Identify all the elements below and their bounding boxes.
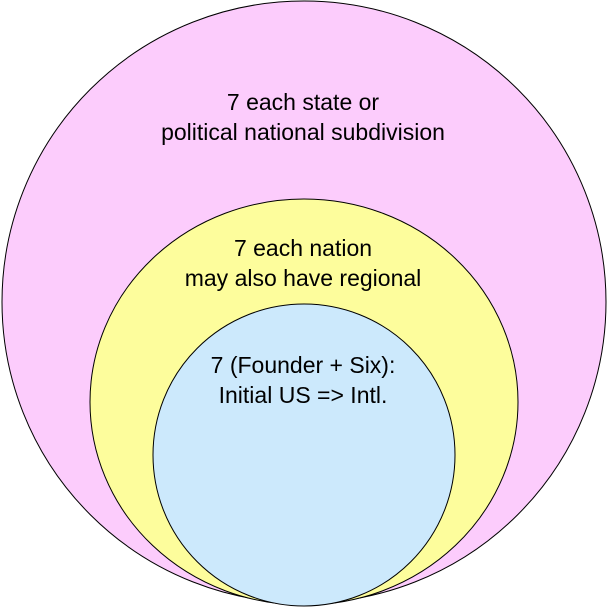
inner-circle — [152, 303, 456, 607]
middle-label-line-1: 7 each nation — [233, 235, 373, 261]
inner-circle-label: 7 (Founder + Six): Initial US => Intl. — [153, 350, 453, 410]
outer-label-line-1: 7 each state or — [226, 89, 380, 115]
middle-circle-label: 7 each nation may also have regional — [103, 233, 503, 293]
inner-label-line-1: 7 (Founder + Six): — [210, 352, 396, 378]
inner-label-line-2: Initial US => Intl. — [218, 382, 388, 408]
outer-label-line-2: political national subdivision — [161, 119, 445, 145]
outer-circle-label: 7 each state or political national subdi… — [103, 87, 503, 147]
middle-label-line-2: may also have regional — [184, 265, 422, 291]
